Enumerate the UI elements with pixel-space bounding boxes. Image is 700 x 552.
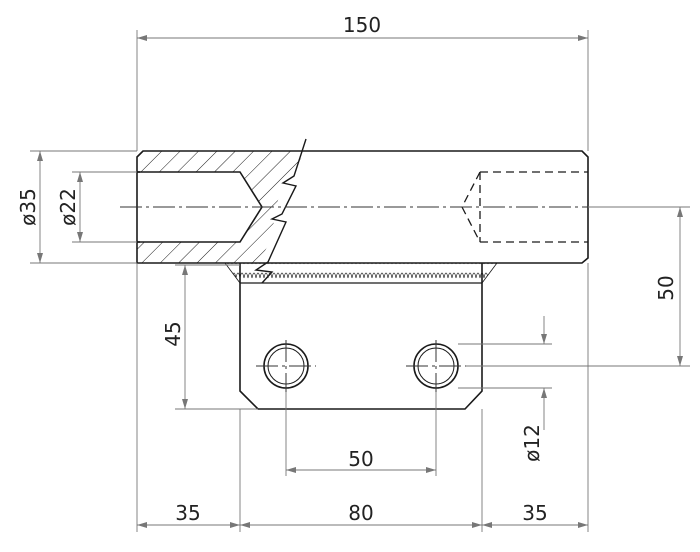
- dim-outer-diameter: ø35: [16, 188, 40, 226]
- weld-bead: [224, 262, 498, 285]
- hidden-bore: [461, 171, 588, 243]
- section-hatch-bottom: [137, 242, 270, 263]
- dim-right-offset: 35: [522, 501, 547, 525]
- dimension-arrows: [37, 35, 683, 528]
- dim-center-height: 50: [654, 275, 678, 300]
- dim-hole-spacing: 50: [348, 447, 373, 471]
- section-hatch-top: [137, 151, 306, 172]
- center-lines: [120, 206, 600, 392]
- mounting-plate: [239, 263, 483, 410]
- tube-body: [136, 138, 589, 284]
- dim-left-offset: 35: [175, 501, 200, 525]
- dim-plate-height: 45: [161, 321, 185, 346]
- dim-plate-width: 80: [348, 501, 373, 525]
- dim-hole-diameter: ø12: [520, 424, 544, 462]
- dim-overall-length: 150: [343, 13, 381, 37]
- dim-inner-diameter: ø22: [56, 188, 80, 226]
- dimension-lines: [30, 30, 690, 532]
